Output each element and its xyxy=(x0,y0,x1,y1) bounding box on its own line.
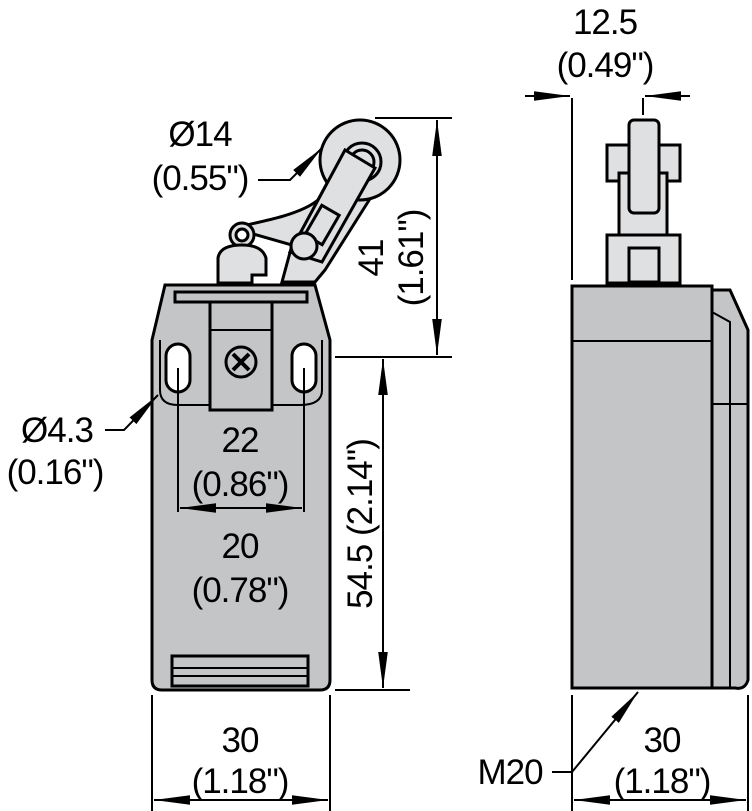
side-roller xyxy=(627,118,661,215)
side-top-width-label: 12.5 xyxy=(573,3,637,42)
side-plunger xyxy=(627,246,661,284)
pivot-hole xyxy=(234,227,250,243)
switch-body-side xyxy=(570,284,714,690)
side-view xyxy=(570,118,750,690)
switch-body-front xyxy=(150,283,332,692)
dimension-lines xyxy=(105,91,749,811)
lever-height-inch: (1.61") xyxy=(392,210,431,307)
roller-diameter-inch: (0.55") xyxy=(152,159,249,198)
cover-latch xyxy=(170,654,310,688)
front-width-inch: (1.18") xyxy=(192,762,289,801)
side-width-label: 30 xyxy=(644,721,681,760)
mount-hole-inch: (0.16") xyxy=(7,453,104,492)
front-view xyxy=(150,118,402,692)
front-width-label: 30 xyxy=(222,721,259,760)
hole-spacing-outer-label: 22 xyxy=(222,421,259,460)
roller-diameter-label: Ø14 xyxy=(168,115,232,154)
side-top-width-inch: (0.49") xyxy=(557,46,654,85)
mount-hole-label: Ø4.3 xyxy=(21,411,93,450)
lever-clamp xyxy=(289,231,319,261)
side-width-inch: (1.18") xyxy=(614,762,711,801)
hole-spacing-outer-inch: (0.86") xyxy=(192,465,289,504)
conduit-thread-label: M20 xyxy=(477,753,543,792)
body-height-label: 54.5 (2.14") xyxy=(341,439,380,609)
hole-spacing-inner-inch: (0.78") xyxy=(192,571,289,610)
dimension-labels: Ø14 (0.55") 41 (1.61") Ø4.3 (0.16") 22 (… xyxy=(7,3,712,801)
lever-height-label: 41 xyxy=(352,240,391,277)
plunger xyxy=(216,243,268,285)
hole-spacing-inner-label: 20 xyxy=(222,527,259,566)
